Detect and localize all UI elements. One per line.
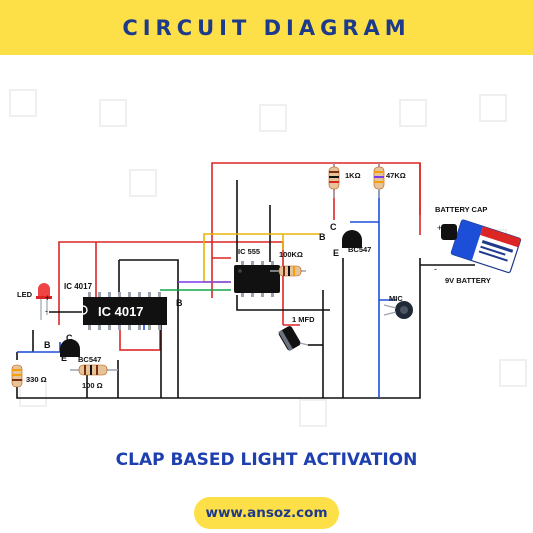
diagram-subtitle: CLAP BASED LIGHT ACTIVATION <box>115 450 418 470</box>
mic-label: MIC <box>389 294 403 303</box>
resistor-47k <box>373 163 385 198</box>
resistor-330 <box>11 364 23 388</box>
ic555-chip <box>234 261 280 297</box>
led-minus: - <box>45 306 48 316</box>
resistor-100-label: 100 Ω <box>82 381 103 390</box>
transistor-right-label: BC547 <box>348 245 371 254</box>
pin-e-left: E <box>61 353 67 363</box>
battery-minus: - <box>434 264 437 274</box>
resistor-100 <box>70 364 118 376</box>
capacitor <box>278 326 309 352</box>
led-plus: + <box>45 293 50 303</box>
header-banner: CIRCUIT DIAGRAM <box>0 0 533 55</box>
battery-cap-label: BATTERY CAP <box>435 205 487 214</box>
ic555-caption: IC 555 <box>238 247 260 256</box>
pin-c-right: C <box>330 222 337 232</box>
pin-e-right: E <box>333 248 339 258</box>
circuit-diagram: IC 4017 IC 4017 IC 555 100KΩ 1KΩ <box>9 89 527 427</box>
resistor-100k-label: 100KΩ <box>279 250 303 259</box>
resistor-1k-label: 1KΩ <box>345 171 361 180</box>
website-link[interactable]: www.ansoz.com <box>194 497 339 529</box>
led <box>36 283 52 320</box>
page-title: CIRCUIT DIAGRAM <box>122 15 411 40</box>
wire-b-label: B <box>176 298 183 308</box>
transistor-left-label: BC547 <box>78 355 101 364</box>
pin-c-left: C <box>66 333 73 343</box>
resistor-47k-label: 47KΩ <box>386 171 406 180</box>
watermark <box>9 89 527 427</box>
transistor-left <box>60 339 80 357</box>
capacitor-label: 1 MFD <box>292 315 315 324</box>
transistor-right <box>342 230 362 248</box>
mic <box>383 301 413 319</box>
pin-b-left: B <box>44 340 51 350</box>
ic4017-caption: IC 4017 <box>64 282 93 291</box>
resistor-1k <box>328 163 340 198</box>
resistor-100k <box>270 265 306 277</box>
ic4017-body-label: IC 4017 <box>98 304 144 319</box>
battery-plus: + <box>437 223 442 233</box>
resistor-330-label: 330 Ω <box>26 375 47 384</box>
blue-wires <box>17 190 397 398</box>
battery-label: 9V BATTERY <box>445 276 491 285</box>
led-label: LED <box>17 290 33 299</box>
ic4017-chip: IC 4017 <box>82 292 167 330</box>
battery <box>441 219 522 274</box>
pin-b-right: B <box>319 232 326 242</box>
